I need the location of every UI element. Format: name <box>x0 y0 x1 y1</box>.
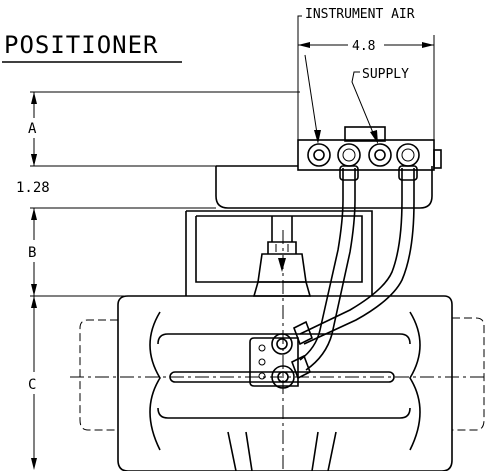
instrument-air-arrow <box>314 130 321 144</box>
feedback-plate <box>249 337 299 387</box>
instrument-air-leader <box>297 15 302 22</box>
supply-leader <box>351 71 377 141</box>
dim-b-arrow-bottom <box>31 284 37 296</box>
body-lower-legs <box>227 431 337 471</box>
tube-2-outer <box>299 168 403 335</box>
valve-body <box>117 295 453 471</box>
positioner-top-boss <box>344 126 386 142</box>
port-4-outer <box>396 143 420 167</box>
dim-b-label: B <box>28 245 36 261</box>
body-inner-contour <box>149 311 421 451</box>
right-flange-dashed <box>452 317 485 431</box>
tube-1-elbow <box>290 354 312 380</box>
dim-128-value: 1.28 <box>16 180 50 196</box>
port-4-inner <box>401 148 415 162</box>
supply-port-inner <box>374 149 386 161</box>
dim-a-label: A <box>28 121 37 137</box>
dim-c-label: C <box>28 377 36 393</box>
body-bore <box>157 333 411 419</box>
tube-1-outer <box>299 168 344 361</box>
plate-hole-2 <box>258 358 266 366</box>
width-arrow-right <box>422 42 434 48</box>
tube-1-inner <box>305 168 356 371</box>
width-dimension-value: 4.8 <box>352 39 375 54</box>
port-2-inner <box>342 148 356 162</box>
tube-2-inner <box>303 168 415 345</box>
tube-1-fitting <box>339 165 359 181</box>
yoke-inner <box>195 215 363 283</box>
dim-c-arrow-bottom <box>31 458 37 470</box>
drawing-title: POSITIONER <box>4 31 159 59</box>
tube-2-elbow <box>292 320 314 346</box>
tube-2-fitting <box>398 165 418 181</box>
instrument-air-port-outer <box>307 143 331 167</box>
instrument-air-pointer <box>304 54 319 141</box>
supply-label: SUPPLY <box>362 67 409 82</box>
yoke-outer <box>185 210 373 296</box>
instrument-air-label: INSTRUMENT AIR <box>305 7 415 22</box>
plate-hole-3 <box>258 372 266 380</box>
supply-arrow <box>370 130 378 144</box>
fitting-upper-outer <box>271 333 293 355</box>
supply-port-outer <box>368 143 392 167</box>
stem-position-arrow <box>278 258 286 272</box>
dim-c-arrow-top <box>31 296 37 308</box>
port-2-outer <box>337 143 361 167</box>
fitting-upper-inner <box>276 338 288 350</box>
fitting-lower-outer <box>271 365 295 389</box>
dim-a-arrow-top <box>31 92 37 104</box>
instrument-air-port-inner <box>313 149 325 161</box>
positioner-lower-housing <box>215 166 433 209</box>
fitting-lower-inner <box>277 371 289 383</box>
positioner-side-connector <box>433 149 442 169</box>
dim-128-arrow-top <box>31 154 37 166</box>
plate-hole-1 <box>258 344 266 352</box>
left-flange-dashed <box>79 319 118 431</box>
width-arrow-left <box>298 42 310 48</box>
